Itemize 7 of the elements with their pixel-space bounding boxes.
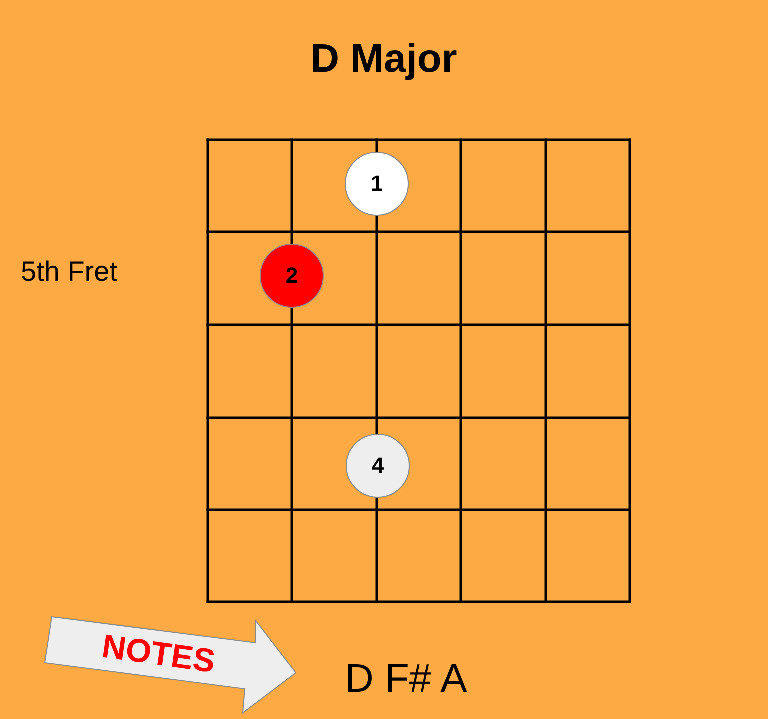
finger-dot: 2 [260, 244, 324, 308]
finger-dot: 4 [346, 434, 410, 498]
chart-title: D Major [310, 36, 458, 82]
arrow-label: NOTES [100, 628, 218, 680]
notes-text: D F# A [345, 656, 468, 702]
fret-label: 5th Fret [21, 256, 118, 288]
finger-dot: 1 [345, 152, 409, 216]
